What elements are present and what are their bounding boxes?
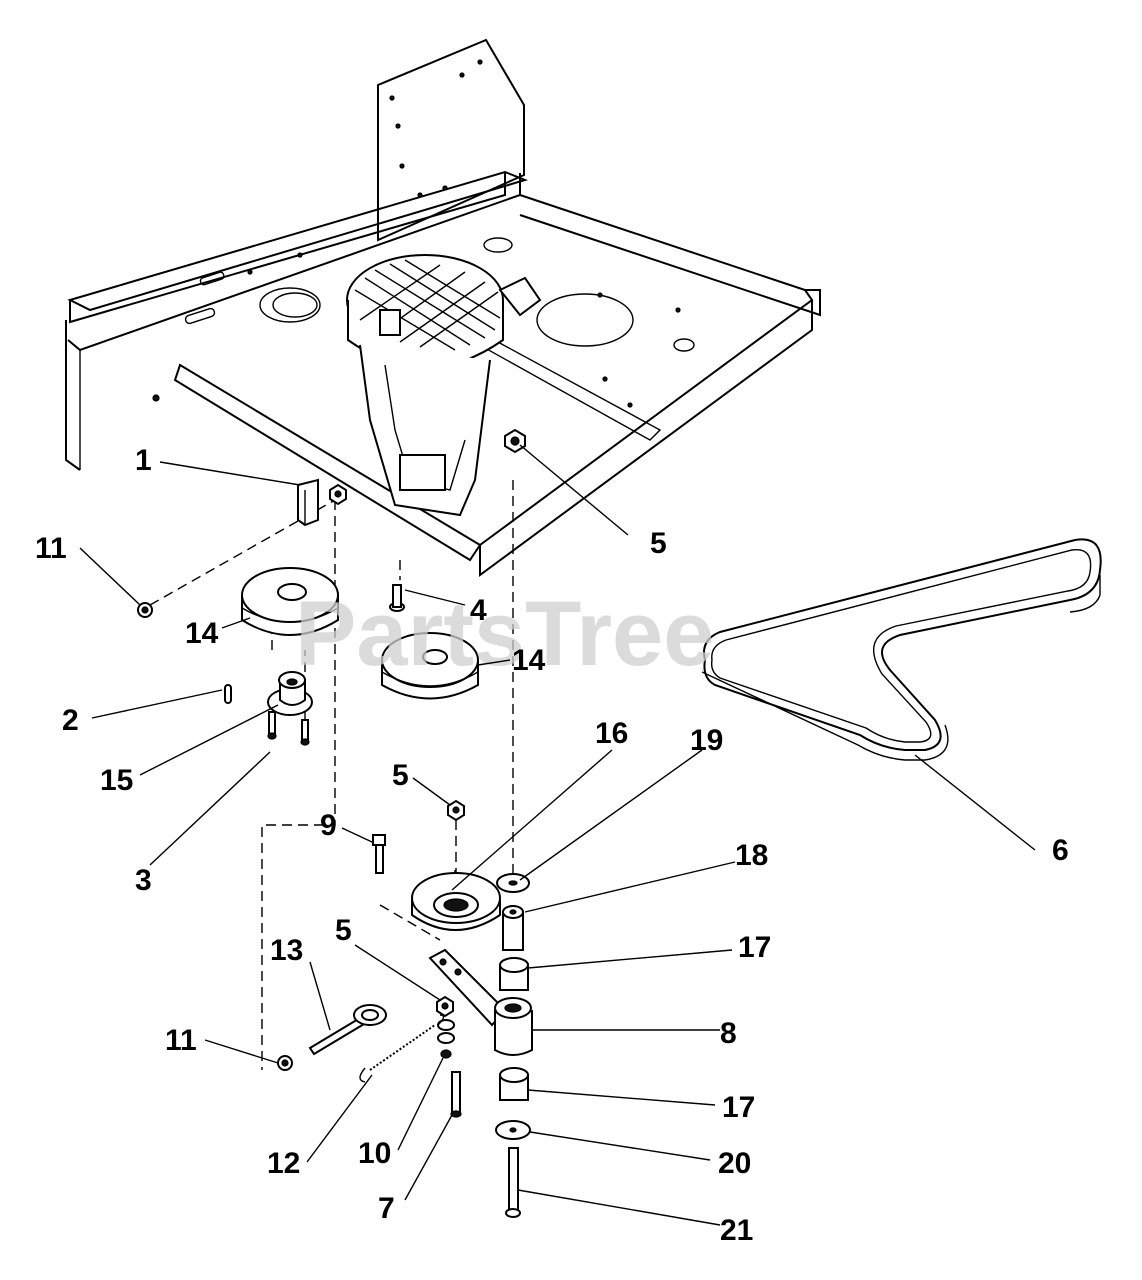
part-2-key <box>224 684 232 704</box>
part-8-idler-arm <box>428 948 533 1056</box>
callout-11-lower: 11 <box>165 1024 197 1057</box>
part-17-bushing-upper <box>499 957 529 991</box>
callout-15: 15 <box>100 764 133 797</box>
callout-10: 10 <box>358 1137 391 1170</box>
part-10-washer <box>437 1019 455 1059</box>
part-21-bolt <box>505 1147 521 1218</box>
part-6-drive-belt <box>701 538 1102 761</box>
callout-19: 19 <box>690 724 723 757</box>
part-13-eye-bolt <box>308 1004 387 1056</box>
part-9-bolt <box>372 834 386 874</box>
callout-1: 1 <box>135 444 152 477</box>
callout-20: 20 <box>718 1147 751 1180</box>
callout-4: 4 <box>470 594 487 627</box>
callout-7: 7 <box>378 1192 395 1225</box>
callout-16: 16 <box>595 717 628 750</box>
callout-5-middle: 5 <box>392 759 409 792</box>
part-1-bracket <box>297 478 319 527</box>
leader-lines <box>79 444 1036 1226</box>
part-20-washer <box>495 1120 531 1140</box>
callout-labels: 1 2 3 4 5 5 5 6 7 8 9 10 11 11 12 13 14 … <box>35 444 1069 1247</box>
callout-8: 8 <box>720 1017 737 1050</box>
mower-frame <box>65 38 821 577</box>
callout-21: 21 <box>720 1214 753 1247</box>
part-1-nut <box>329 483 347 506</box>
callout-17-lower: 17 <box>722 1091 755 1124</box>
callout-14-right: 14 <box>512 644 546 677</box>
part-3-screw-right <box>300 719 310 746</box>
part-15-hub <box>267 671 313 716</box>
part-7-bolt <box>450 1071 462 1118</box>
callout-11-upper: 11 <box>35 532 67 565</box>
part-5-nut-top <box>504 428 526 454</box>
callout-5-lower: 5 <box>335 914 352 947</box>
part-5-nut-middle <box>447 799 465 822</box>
part-3-screw-left <box>267 711 277 740</box>
frame-holes <box>152 59 681 408</box>
callout-3: 3 <box>135 864 152 897</box>
part-17-bushing-lower <box>499 1067 529 1101</box>
callout-9: 9 <box>320 809 337 842</box>
callout-14-left: 14 <box>185 617 219 650</box>
part-14-pulley-right <box>381 632 479 700</box>
part-11-nut-lower <box>277 1055 293 1071</box>
callout-13: 13 <box>270 934 303 967</box>
callout-6: 6 <box>1052 834 1069 867</box>
callout-18: 18 <box>735 839 768 872</box>
callout-2: 2 <box>62 704 79 737</box>
part-4-bolt <box>389 584 405 612</box>
part-11-nut-upper <box>137 602 153 618</box>
callout-12: 12 <box>267 1147 300 1180</box>
callout-17-upper: 17 <box>738 931 771 964</box>
part-5-nut-lower <box>436 995 454 1018</box>
part-16-idler-pulley <box>411 872 501 931</box>
watermark: PartsTree <box>295 583 714 685</box>
engine <box>346 254 542 517</box>
callout-5-top: 5 <box>650 527 667 560</box>
part-14-pulley-left <box>241 567 339 636</box>
part-18-spacer <box>502 905 524 951</box>
part-12-spring <box>359 1014 445 1083</box>
